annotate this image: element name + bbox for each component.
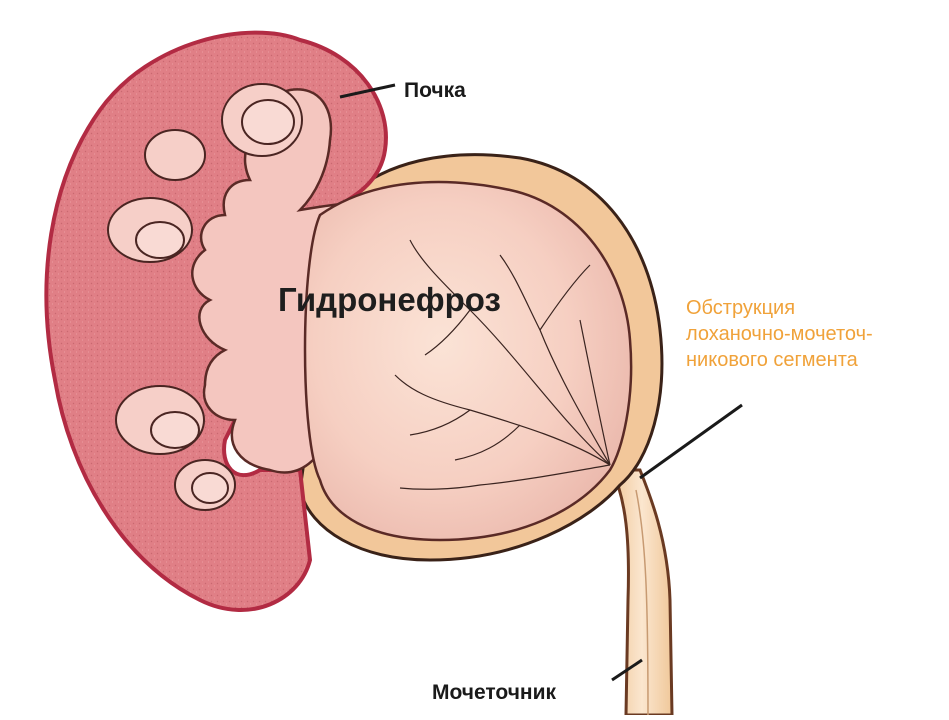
ureter-tube	[612, 470, 672, 715]
obstruction-label: Обструкция лоханочно-мочеточ- никового с…	[686, 295, 873, 373]
obstruction-label-line-2: лоханочно-мочеточ-	[686, 321, 873, 347]
ureter-label: Мочеточник	[432, 682, 556, 703]
obstruction-label-line-1: Обструкция	[686, 295, 873, 321]
obstruction-label-line-3: никового сегмента	[686, 347, 873, 373]
kidney-label: Почка	[404, 80, 466, 101]
hydronephrosis-label: Гидронефроз	[278, 283, 501, 316]
